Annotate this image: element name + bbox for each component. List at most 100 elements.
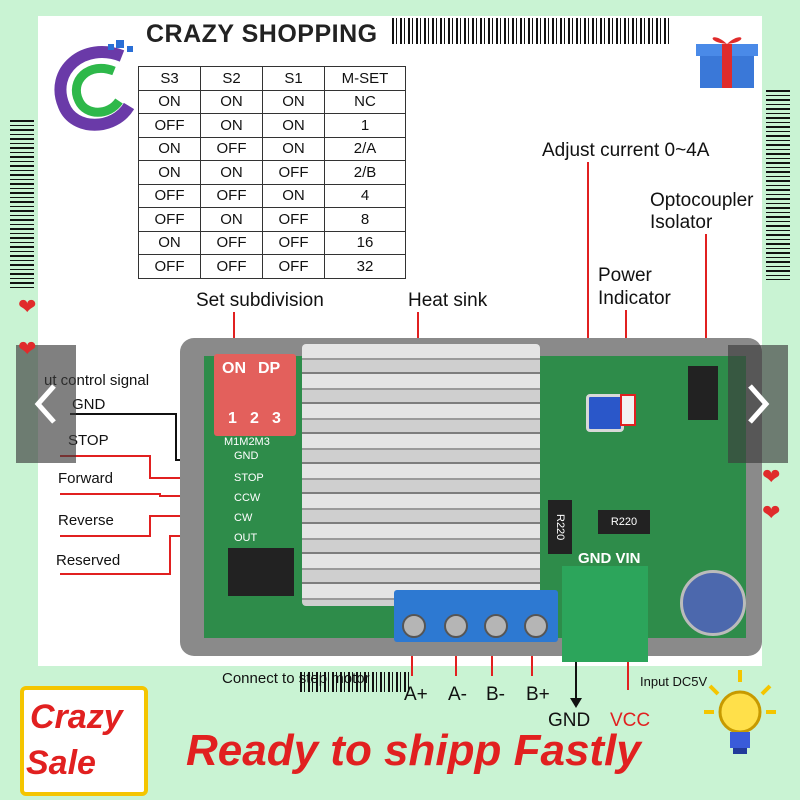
prev-image-button[interactable] [16,345,76,463]
table-cell: ON [200,207,263,232]
gnd-vin-silk: GND VIN [578,550,641,567]
heat-sink [302,344,540,606]
barcode-left [10,120,34,290]
table-cell: NC [324,89,406,114]
label-set-subdivision: Set subdivision [196,290,324,311]
dip-switch: ON DP 1 2 3 [214,354,296,436]
pin-stop-silk: STOP [234,472,264,484]
table-cell: OFF [200,183,263,208]
label-b-minus: B- [486,684,505,705]
label-heat-sink: Heat sink [408,290,488,311]
dip-num-2: 2 [250,410,259,427]
label-adjust-current: Adjust current 0~4A [542,140,710,161]
label-forward: Forward [58,470,114,487]
barcode-top [392,18,672,44]
pin-out-silk: OUT [234,532,258,544]
table-cell: OFF [262,254,325,279]
label-input-dc: Input DC5V [640,674,708,689]
capacitor [680,570,746,636]
brand-name: CRAZY SHOPPING [146,20,378,48]
resistor-r220-horizontal: R220 [598,510,650,534]
terminal-screw [484,614,508,638]
table-header-cell: S1 [262,66,325,91]
dip-num-1: 1 [228,410,237,427]
dip-num-3: 3 [272,410,281,427]
table-header-cell: M-SET [324,66,406,91]
label-power: Power [598,265,652,286]
heart-icon: ❤ [18,336,37,361]
table-header-row: S3 S2 S1 M-SET [138,66,406,91]
current-potentiometer [586,394,624,432]
heart-icon: ❤ [762,500,781,525]
label-reserved: Reserved [56,552,121,569]
table-cell: ON [262,113,325,138]
label-vcc-bottom: VCC [610,710,651,731]
light-bulb-icon [704,670,776,754]
table-cell: 16 [324,230,406,255]
table-cell: 4 [324,183,406,208]
table-cell: ON [262,89,325,114]
power-terminal-block [562,566,648,662]
label-indicator: Indicator [598,288,671,309]
table-cell: OFF [200,254,263,279]
label-a-minus: A- [448,684,467,705]
terminal-screw [444,614,468,638]
table-cell: OFF [200,230,263,255]
pin-ccw-silk: CCW [234,492,261,504]
logic-ic [228,548,294,596]
table-cell: 32 [324,254,406,279]
pins-header-silk: M1M2M3 [224,436,270,448]
table-cell: OFF [200,136,263,161]
table-cell: OFF [138,183,201,208]
table-cell: ON [262,136,325,161]
label-b-plus: B+ [526,684,550,705]
table-cell: OFF [138,254,201,279]
barcode-right [766,90,790,280]
dip-dp-label: DP [258,360,281,377]
heart-icon: ❤ [762,464,781,489]
label-optocoupler: Optocoupler [650,190,754,211]
table-cell: 8 [324,207,406,232]
table-header-cell: S3 [138,66,201,91]
pin-gnd-silk: GND [234,450,259,462]
chevron-left-icon [34,384,56,424]
table-cell: 1 [324,113,406,138]
label-gnd: GND [72,396,106,413]
label-stop: STOP [68,432,109,449]
promo-banner: Ready to shipp Fastly [186,726,641,775]
table-cell: ON [200,89,263,114]
label-reverse: Reverse [58,512,114,529]
crazy-sale-badge: Crazy Sale [20,686,148,796]
gift-box-icon [696,37,758,88]
table-cell: ON [138,160,201,185]
table-cell: ON [262,183,325,208]
chevron-right-icon [748,384,770,424]
label-gnd-bottom: GND [548,710,591,731]
table-cell: ON [138,89,201,114]
label-isolator: Isolator [650,212,713,233]
next-image-button[interactable] [728,345,788,463]
terminal-screw [524,614,548,638]
pin-cw-silk: CW [234,512,253,524]
crazy-text: Crazy [30,698,123,736]
table-cell: ON [200,113,263,138]
optocoupler-chip [688,366,718,420]
dip-on-label: ON [222,360,246,377]
barcode-bottom [300,672,410,692]
label-connect-motor: Connect to step motor [222,670,370,687]
resistor-r220-vertical: R220 [548,500,572,554]
heart-icon: ❤ [18,294,37,319]
label-a-plus: A+ [404,684,428,705]
swirl-logo-icon [54,40,135,131]
power-led [620,394,636,426]
sale-text: Sale [26,744,96,782]
terminal-screw [402,614,426,638]
